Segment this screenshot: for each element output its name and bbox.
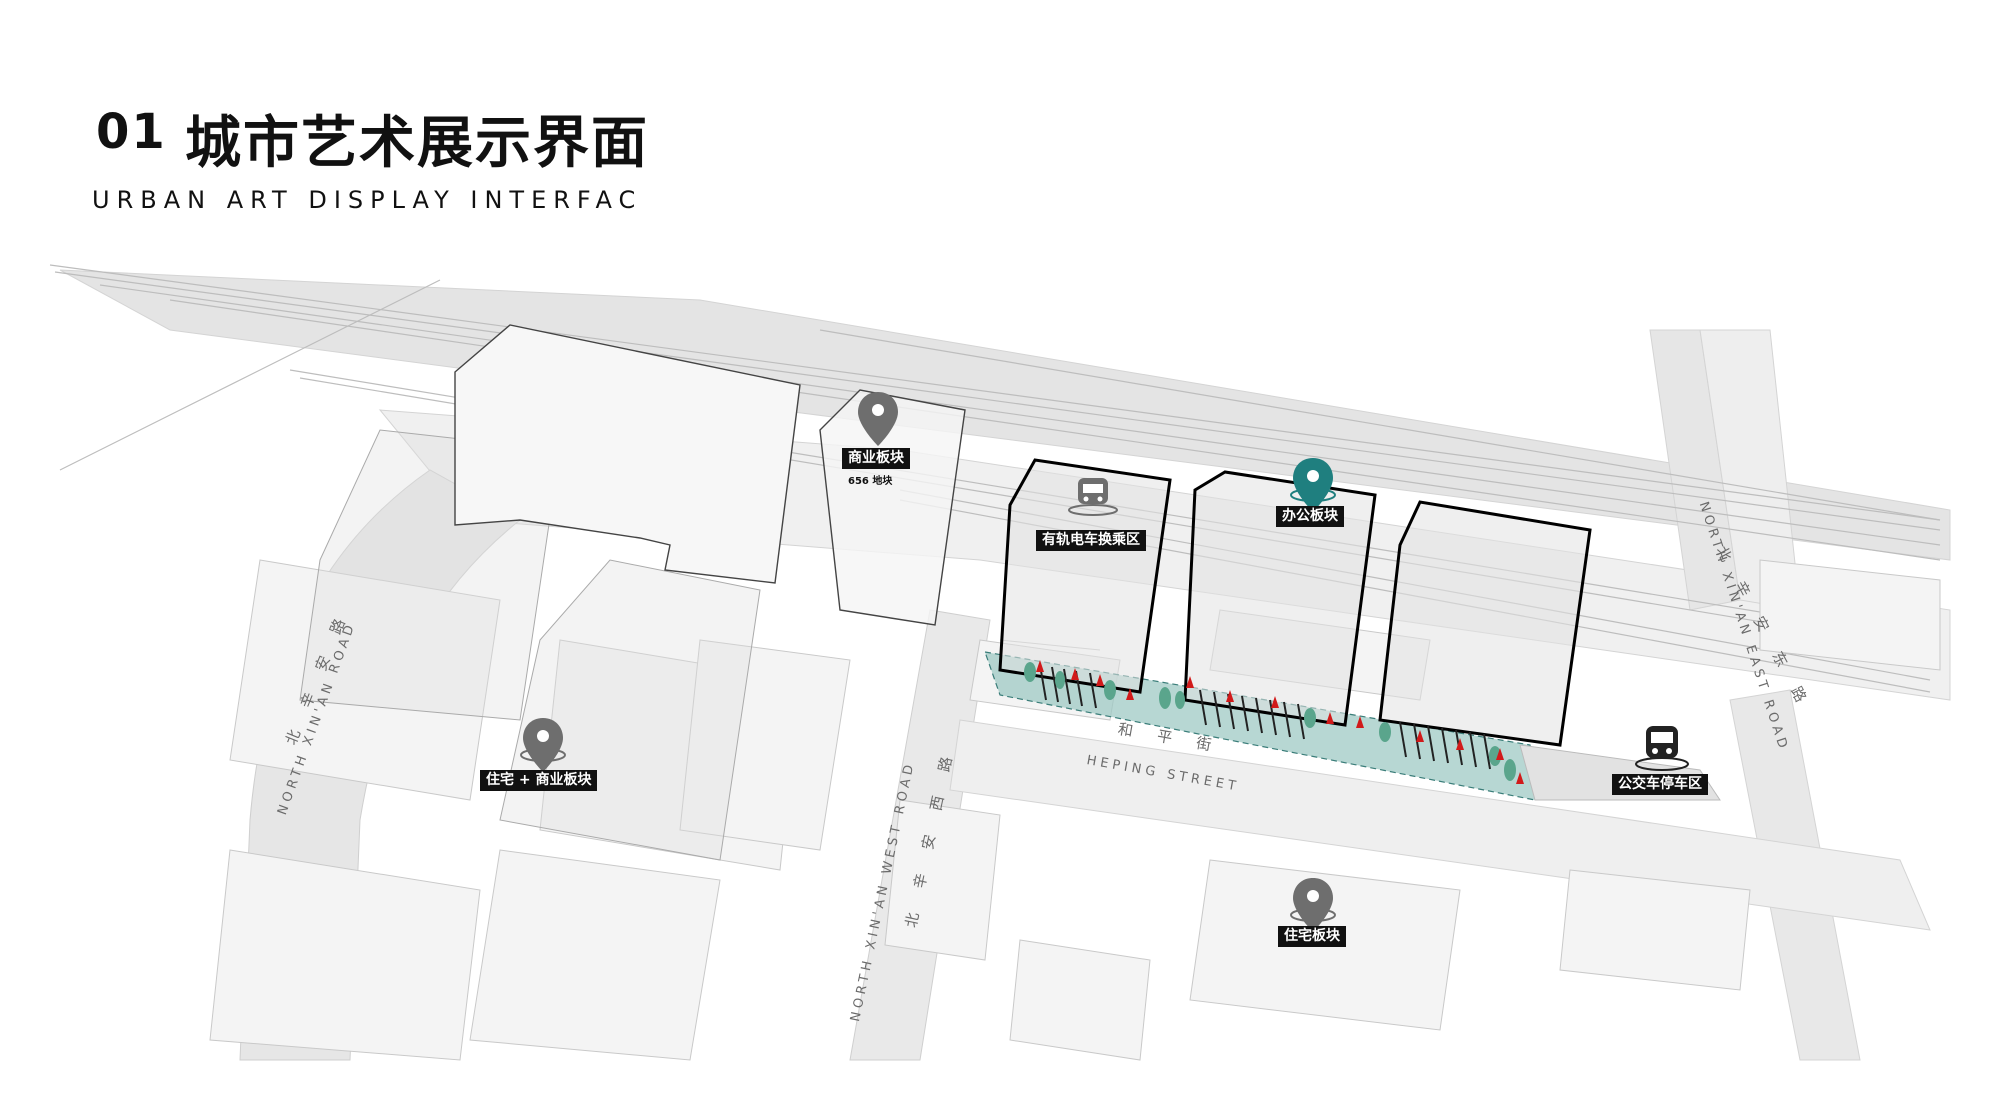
people-figures: [1036, 660, 1524, 784]
bus-icon: [1635, 726, 1689, 771]
new-towers: [998, 458, 1592, 747]
station-building: [454, 324, 801, 584]
location-pin-icon: [1290, 458, 1336, 512]
residential-commercial-label: 住宅 + 商业板块: [480, 770, 598, 791]
location-pin-icon: [1290, 878, 1336, 932]
trees: [1024, 662, 1516, 781]
section-title: 城市艺术展示界面: [185, 111, 649, 176]
residential-label: 住宅板块: [1278, 926, 1346, 947]
section-subtitle: URBAN ART DISPLAY INTERFAC: [92, 186, 643, 214]
location-pin-icon: [520, 718, 566, 772]
office-label: 办公板块: [1276, 506, 1344, 527]
plot-label: 656 地块: [848, 476, 893, 487]
location-pin-icon: [858, 392, 898, 446]
commercial-label: 商业板块: [842, 448, 910, 469]
tram-transfer-label: 有轨电车换乘区: [1036, 530, 1146, 551]
bus-parking-label: 公交车停车区: [1612, 774, 1708, 795]
section-number: 01: [96, 104, 167, 160]
tram-icon: [1068, 478, 1118, 516]
